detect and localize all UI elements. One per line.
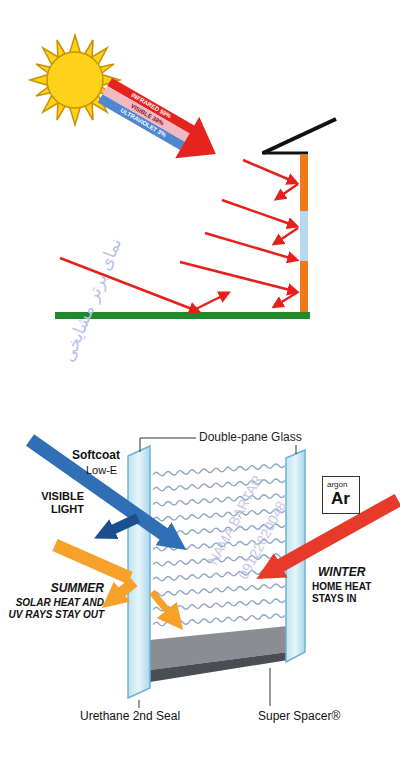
callout-heading: SUMMER xyxy=(14,582,104,596)
part-name: Double-pane Glass xyxy=(196,431,305,445)
gas-name: argon xyxy=(327,480,354,489)
watermark: نمای برتر مشایخی xyxy=(58,235,125,364)
element-symbol: Ar xyxy=(327,489,354,509)
leader-lines xyxy=(139,438,296,708)
part-name: Softcoat xyxy=(72,449,120,463)
solar-arrow xyxy=(93,69,228,175)
callout-heading: WINTER xyxy=(318,566,365,580)
callout-text: VISIBLE LIGHT xyxy=(14,490,84,515)
part-name: Low-E xyxy=(86,464,117,477)
gas-label-box: argonAr xyxy=(322,476,360,514)
callout-text: SOLAR HEAT AND UV RAYS STAY OUT xyxy=(6,597,104,620)
part-name: Urethane 2nd Seal xyxy=(80,710,180,724)
callout-text: HOME HEAT STAYS IN xyxy=(312,581,396,604)
part-name: Super Spacer® xyxy=(258,710,340,724)
sun xyxy=(30,35,120,125)
